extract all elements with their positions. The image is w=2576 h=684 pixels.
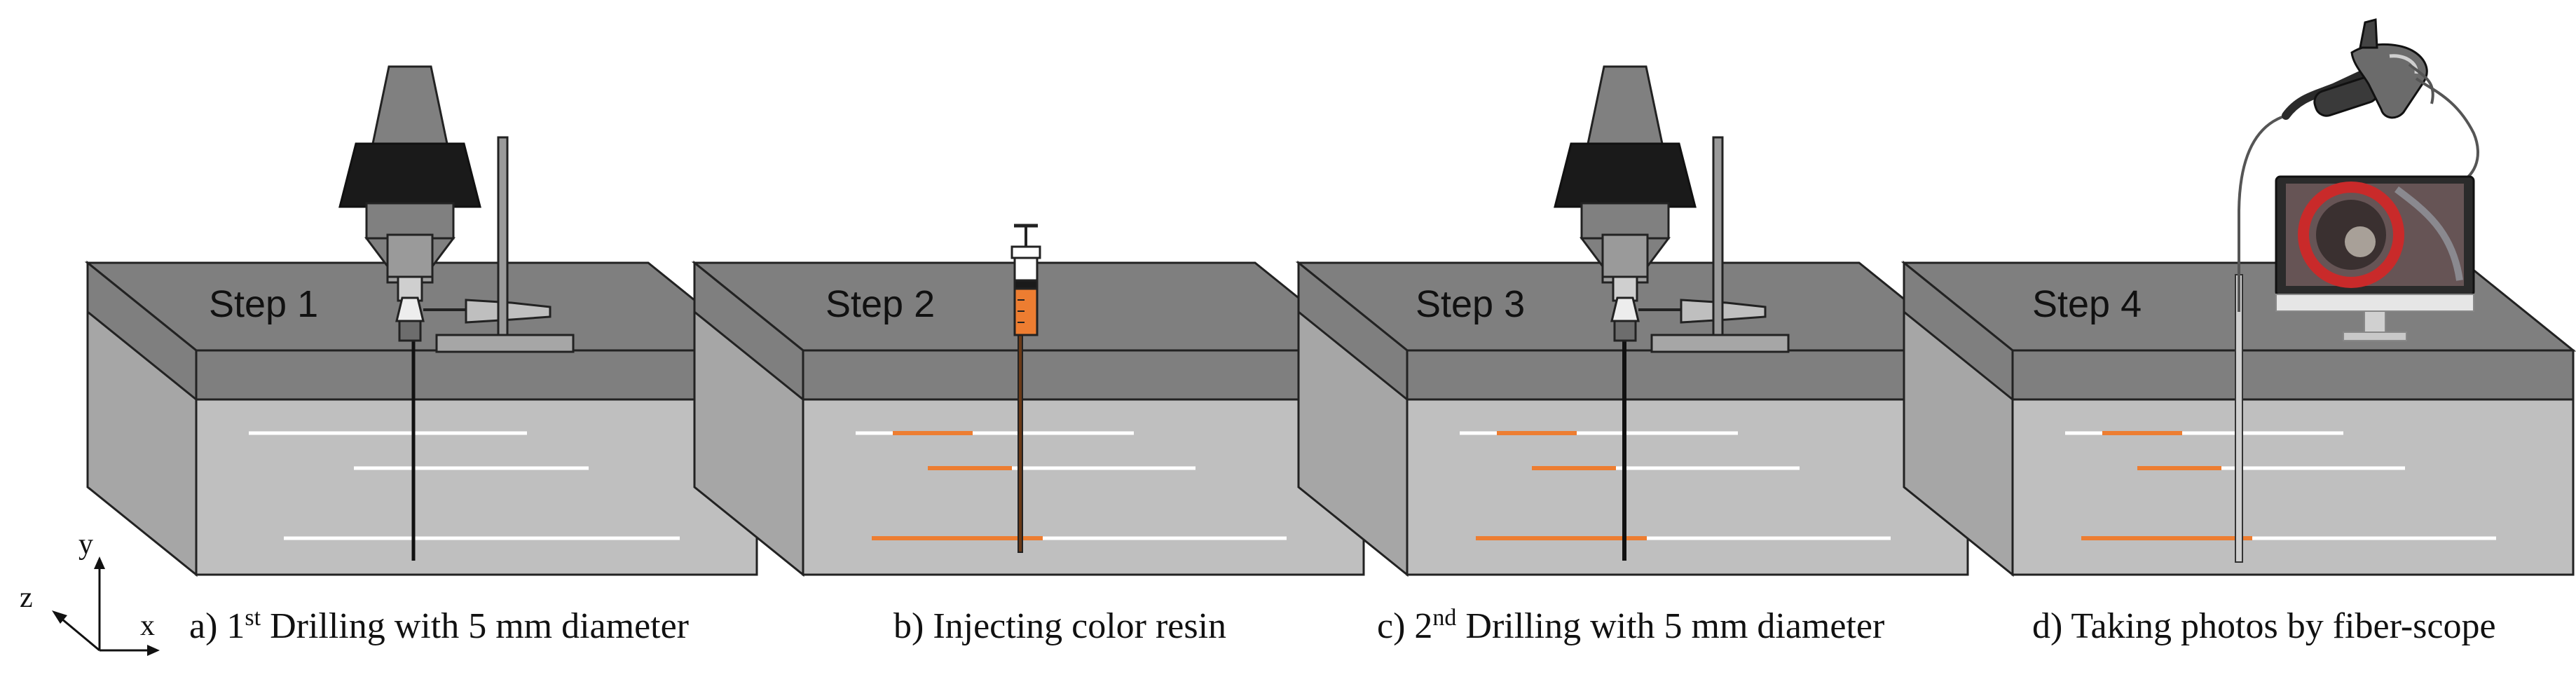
caption: b) Injecting color resin (893, 606, 1226, 646)
block-top-layer (1406, 349, 1969, 401)
block-top-layer (802, 349, 1365, 401)
caption: c) 2nd Drilling with 5 mm diameter (1377, 605, 1884, 646)
x-axis-label: x (140, 610, 155, 642)
syringe-icon (1010, 224, 1041, 336)
block-top-layer (2011, 349, 2575, 401)
caption: a) 1st Drilling with 5 mm diameter (189, 605, 689, 646)
step-label: Step 1 (209, 283, 318, 325)
monitor-icon (2275, 175, 2475, 341)
caption: d) Taking photos by fiber-scope (2032, 606, 2496, 646)
step-label: Step 2 (825, 283, 935, 325)
fiberscope-probe (2235, 274, 2243, 563)
fiberscope-icon (2238, 18, 2479, 312)
step-label: Step 3 (1416, 283, 1525, 325)
blocks-layer (84, 260, 2576, 577)
step-label: Step 4 (2032, 283, 2142, 325)
z-axis-label: z (20, 582, 33, 614)
resin-injection-hole (1018, 334, 1023, 553)
y-axis-label: y (78, 528, 93, 561)
block-top-layer (195, 349, 758, 401)
coordinate-axes: y x z (20, 528, 160, 656)
